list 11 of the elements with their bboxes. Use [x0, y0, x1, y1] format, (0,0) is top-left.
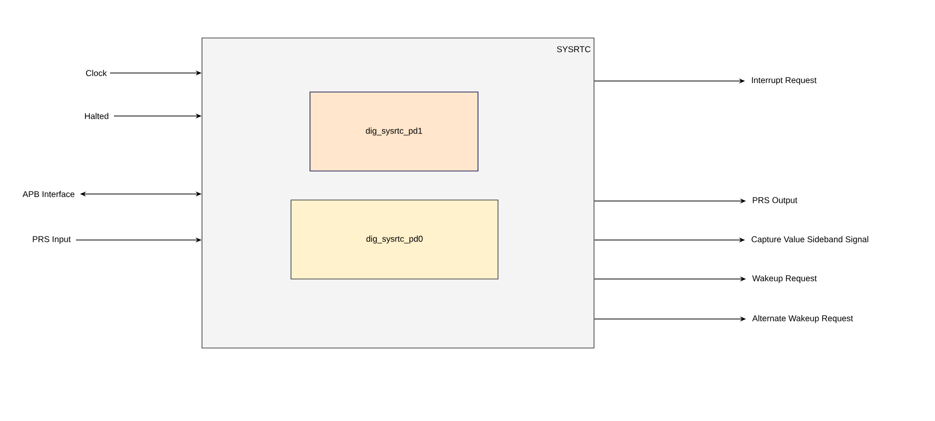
signal-label: Capture Value Sideband Signal	[752, 236, 868, 244]
signal-label: APB Interface	[22, 190, 74, 198]
submodule-box: dig_sysrtc_pd0	[290, 200, 498, 280]
signal-label: Wakeup Request	[752, 275, 817, 283]
signal-label: PRS Input	[32, 236, 71, 244]
signal-label: Interrupt Request	[752, 77, 817, 85]
submodule-box: dig_sysrtc_pd1	[310, 92, 478, 172]
signal-label: Clock	[86, 70, 107, 76]
signal-label: Alternate Wakeup Request	[752, 315, 854, 323]
signal-label: Halted	[85, 112, 108, 120]
signal-label: PRS Output	[752, 197, 798, 205]
